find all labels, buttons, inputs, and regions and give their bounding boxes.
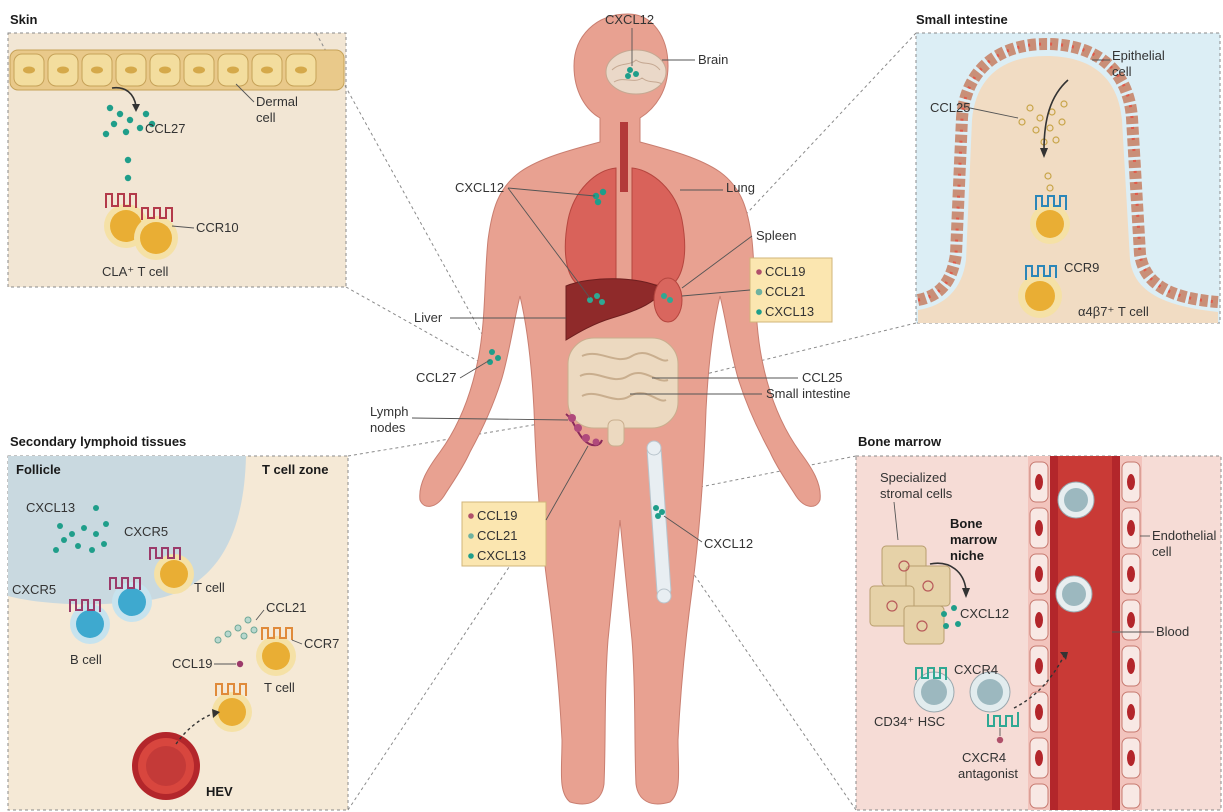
lymphoid-tcell-a-label: T cell [194,580,225,595]
intestine-epithelial-label-1: Epithelial [1112,48,1165,63]
skin-title: Skin [10,12,38,27]
lymphoid-tcell-b-label: T cell [264,680,295,695]
marrow-stromal-label-2: stromal cells [880,486,953,501]
human-body [420,14,821,804]
legend-lymph-ccl21: CCL21 [477,528,517,543]
marrow-niche-label-1: Bone [950,516,983,531]
legend-lymph-ccl19: CCL19 [477,508,517,523]
lymphoid-ccr7-label: CCR7 [304,636,339,651]
center-brain-label: Brain [698,52,728,67]
lymphoid-cxcr5-a-label: CXCR5 [124,524,168,539]
lymphoid-cxcl13-label: CXCL13 [26,500,75,515]
skin-epidermis [10,50,344,90]
center-ccl27-label: CCL27 [416,370,456,385]
marrow-endothelial-label-2: cell [1152,544,1172,559]
intestine-epithelial-label-2: cell [1112,64,1132,79]
skin-ccl27-label: CCL27 [145,121,185,136]
lymphoid-ccl21-label: CCL21 [266,600,306,615]
legend-spleen: CCL19 CCL21 CXCL13 [750,258,832,322]
skin-dermal-label-2: cell [256,110,276,125]
legend-lymph-cxcl13: CXCL13 [477,548,526,563]
blood-vessel [1028,456,1142,810]
center-bone-cxcl12: CXCL12 [704,536,753,551]
marrow-cxcr4-label: CXCR4 [954,662,998,677]
marrow-niche-label-3: niche [950,548,984,563]
lymphoid-title: Secondary lymphoid tissues [10,434,186,449]
center-ccl25-label: CCL25 [802,370,842,385]
bone-marrow-title: Bone marrow [858,434,942,449]
legend-spleen-ccl19: CCL19 [765,264,805,279]
lymphoid-follicle-label: Follicle [16,462,61,477]
center-lung-cxcl12: CXCL12 [455,180,504,195]
legend-spleen-ccl21: CCL21 [765,284,805,299]
intestine-ccr9-label: CCR9 [1064,260,1099,275]
hev-vessel [132,732,200,800]
marrow-cxcl12-label: CXCL12 [960,606,1009,621]
marrow-antagonist-label-2: antagonist [958,766,1018,781]
legend-spleen-cxcl13: CXCL13 [765,304,814,319]
skin-ccr10-label: CCR10 [196,220,239,235]
lymphoid-cxcr5-b-label: CXCR5 [12,582,56,597]
lymphoid-bcell-label: B cell [70,652,102,667]
center-spleen-label: Spleen [756,228,796,243]
legend-lymph: CCL19 CCL21 CXCL13 [462,502,546,566]
center-lymph-label-1: Lymph [370,404,409,419]
skin-cla-tcell-label: CLA⁺ T cell [102,264,168,279]
intestine-ccl25-label: CCL25 [930,100,970,115]
center-lymph-label-2: nodes [370,420,406,435]
marrow-blood-label: Blood [1156,624,1189,639]
center-small-intestine-label: Small intestine [766,386,851,401]
center-liver-label: Liver [414,310,443,325]
lymphoid-hev-label: HEV [206,784,233,799]
marrow-stromal-label-1: Specialized [880,470,947,485]
lymphoid-ccl19-label: CCL19 [172,656,212,671]
center-lung-label: Lung [726,180,755,195]
marrow-antagonist-label-1: CXCR4 [962,750,1006,765]
marrow-hsc-label: CD34⁺ HSC [874,714,945,729]
skin-dermal-label-1: Dermal [256,94,298,109]
intestine-a4b7-label: α4β7⁺ T cell [1078,304,1149,319]
marrow-niche-label-2: marrow [950,532,998,547]
lymphoid-tzone-label: T cell zone [262,462,328,477]
marrow-endothelial-label-1: Endothelial [1152,528,1216,543]
small-intestine-title: Small intestine [916,12,1008,27]
center-top-cxcl12: CXCL12 [605,12,654,27]
